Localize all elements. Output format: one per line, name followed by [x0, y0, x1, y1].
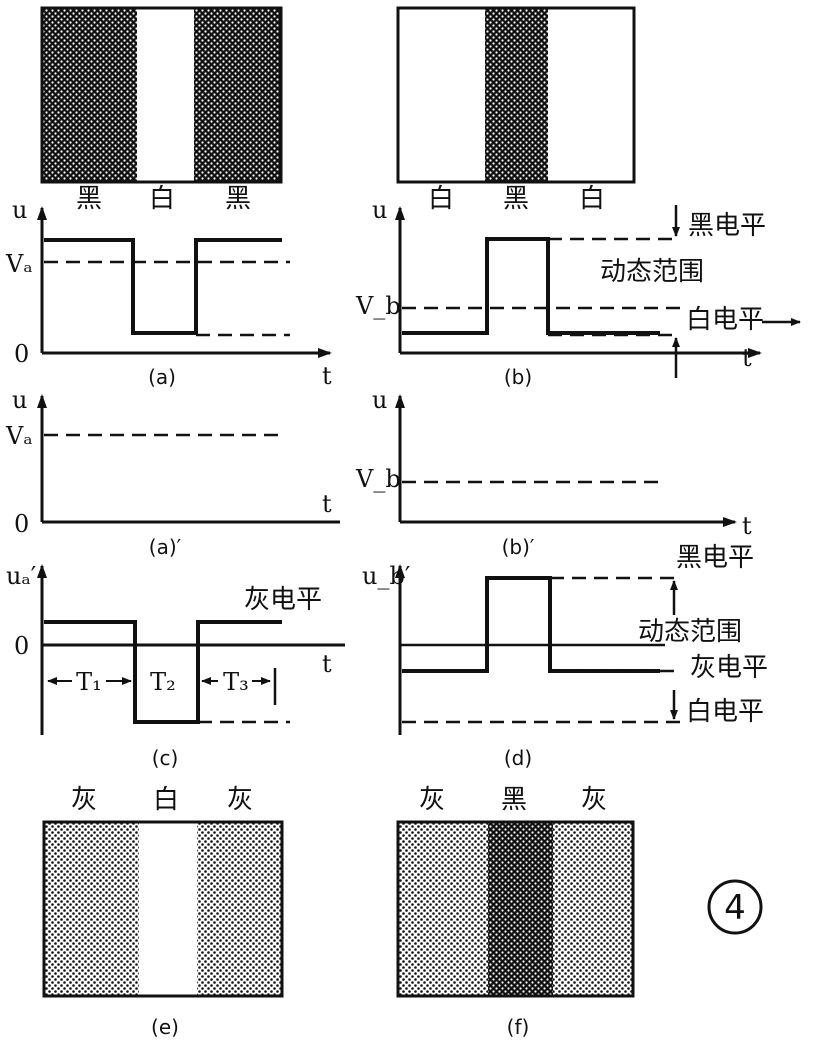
- stripe-b-white-left: [398, 8, 485, 182]
- waveform-d: u_b′ 黑电平 动态范围 灰电平 白电平 (d): [362, 543, 768, 770]
- axis-b-prime-t-label: t: [742, 512, 752, 540]
- waveform-c: uₐ′ 0 t 灰电平 T₁ T₂ T₃ (c): [6, 562, 345, 770]
- stripe-a-label-left: 黑: [76, 184, 102, 214]
- axis-a-prime-u-label: u: [12, 386, 27, 414]
- stripe-e-label-right: 灰: [227, 785, 253, 815]
- stripe-a-label-center: 白: [149, 184, 175, 214]
- caption-e: (e): [151, 1015, 179, 1039]
- black-level-label-d: 黑电平: [676, 543, 754, 573]
- axis-a-prime-va-label: Vₐ: [5, 422, 33, 450]
- axis-a-u-label: u: [12, 196, 27, 224]
- axis-a-t-label: t: [322, 362, 332, 390]
- caption-c: (c): [152, 746, 179, 770]
- stripe-f-label-center: 黑: [501, 785, 527, 815]
- axis-c-ua-prime-label: uₐ′: [6, 562, 36, 590]
- stripe-b-label-left: 白: [428, 184, 454, 214]
- stripe-e-label-center: 白: [153, 785, 179, 815]
- caption-a: (a): [148, 365, 176, 389]
- axis-a-prime-zero-label: 0: [14, 510, 29, 538]
- signal-c: [44, 620, 282, 724]
- stripe-e-white-center: [139, 822, 197, 996]
- stripe-image-b: 白 黑 白: [396, 6, 636, 214]
- stripe-image-f: 灰 黑 灰 (f): [396, 785, 635, 1039]
- caption-d: (d): [504, 746, 532, 770]
- stripe-b-label-center: 黑: [503, 184, 529, 214]
- stripe-b-frame: [396, 6, 636, 184]
- axis-b-t-label: t: [742, 344, 752, 372]
- signal-d: [402, 576, 660, 673]
- stripe-a-white-center: [137, 8, 194, 182]
- stripe-b-white-right: [548, 8, 634, 182]
- stripe-e-label-left: 灰: [71, 785, 97, 815]
- axis-b-u-label: u: [372, 196, 387, 224]
- stripe-a-label-right: 黑: [225, 184, 251, 214]
- figure-number-badge: 4: [707, 879, 763, 935]
- stripe-f-gray-left: [398, 822, 488, 996]
- axis-a-prime-t-label: t: [322, 490, 332, 518]
- axis-c-t-label: t: [322, 650, 332, 678]
- axis-b-prime-vb-label: V_b: [355, 465, 401, 493]
- axis-b-vb-label: V_b: [355, 292, 401, 320]
- white-level-label-d: 白电平: [686, 697, 764, 727]
- waveform-a: u Vₐ 0 t (a): [5, 196, 332, 390]
- dynamic-range-label-b: 动态范围: [600, 257, 704, 287]
- axis-b-prime-u-label: u: [372, 386, 387, 414]
- interval-t3-label: T₃: [223, 668, 249, 696]
- stripe-image-e: 灰 白 灰 (e): [42, 785, 284, 1039]
- stripe-b-black-center: [485, 8, 548, 182]
- caption-b: (b): [504, 365, 532, 389]
- stripe-e-gray-right: [197, 822, 282, 996]
- stripe-a-frame: [40, 6, 283, 184]
- stripe-a-black-right: [194, 8, 281, 182]
- stripe-f-frame: [396, 820, 635, 998]
- caption-b-prime: (b)′: [502, 535, 535, 559]
- axis-a-va-label: Vₐ: [5, 250, 33, 278]
- axis-c-zero-label: 0: [14, 632, 29, 660]
- stripe-a-black-left: [42, 8, 137, 182]
- caption-a-prime: (a)′: [149, 535, 182, 559]
- stripe-e-frame: [42, 820, 284, 998]
- waveform-a-prime: u Vₐ 0 t (a)′: [5, 386, 340, 559]
- waveform-b: u V_b t 黑电平 动态范围 白电平 (b): [355, 196, 801, 389]
- stripe-image-a: 黑 白 黑: [40, 6, 283, 214]
- stripe-f-black-center: [488, 822, 553, 996]
- stripe-f-label-right: 灰: [581, 785, 607, 815]
- stripe-f-gray-right: [553, 822, 633, 996]
- stripe-e-gray-left: [44, 822, 139, 996]
- interval-t2-label: T₂: [150, 668, 176, 696]
- figure-number-text: 4: [724, 888, 746, 928]
- waveform-b-prime: u V_b t (b)′: [355, 386, 752, 559]
- dynamic-range-label-d: 动态范围: [638, 617, 742, 647]
- stripe-b-label-right: 白: [579, 184, 605, 214]
- stripe-f-label-left: 灰: [419, 785, 445, 815]
- axis-a-zero-label: 0: [14, 340, 29, 368]
- interval-t1-label: T₁: [76, 668, 102, 696]
- figure-number-circle: [707, 879, 763, 935]
- caption-f: (f): [507, 1015, 530, 1039]
- signal-b: [402, 237, 660, 335]
- black-level-label-b: 黑电平: [688, 211, 766, 241]
- gray-level-label-c: 灰电平: [244, 585, 322, 615]
- axis-d-ub-prime-label: u_b′: [362, 562, 410, 590]
- signal-a: [44, 238, 282, 335]
- gray-level-label-d: 灰电平: [690, 653, 768, 683]
- white-level-label-b: 白电平: [686, 305, 764, 335]
